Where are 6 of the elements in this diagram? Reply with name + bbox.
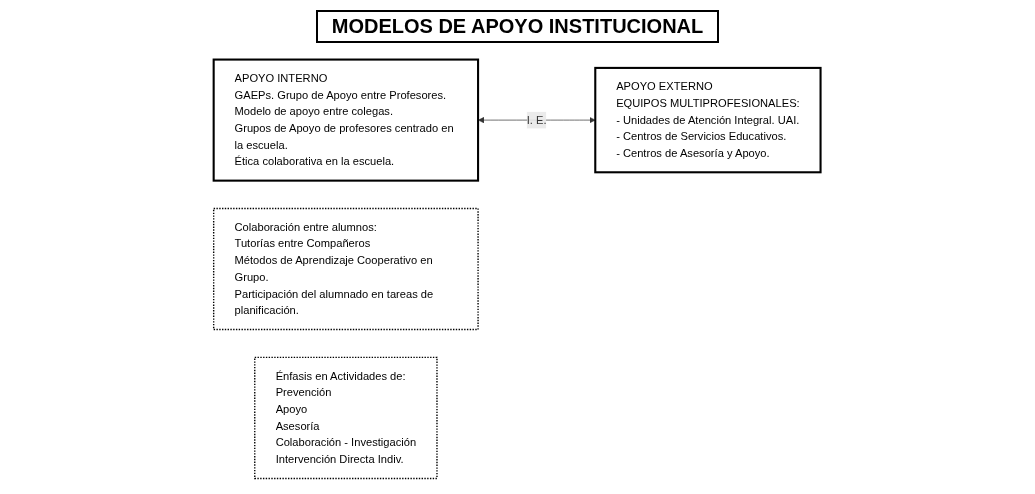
edge-label: I. E. [527,113,547,126]
diagram-title: MODELOS DE APOYO INSTITUCIONAL [315,10,720,43]
node-box: Colaboración entre alumnos: Tutorías entre Compañeros Métodos de Aprendizaje Cooperativo en Grupo. Participación del alumnado en tareas de planificación. [213,207,480,330]
node-box: APOYO INTERNO GAEPs. Grupo de Apoyo entre Profesores. Modelo de apoyo entre colegas. Grupos de Apoyo de profesores centrado en la escuela. Ética colaborativa en la escuela. [213,58,480,182]
node-box: APOYO EXTERNO EQUIPOS MULTIPROFESIONALES: - Unidades de Atención Integral. UAI. - Centros de Servicios Educativos. - Centros de Asesoría y Apoyo. [594,66,822,173]
node-box: Énfasis en Actividades de: Prevención Apoyo Asesoría Colaboración - Investigación Intervención Directa Indiv. [254,356,439,479]
